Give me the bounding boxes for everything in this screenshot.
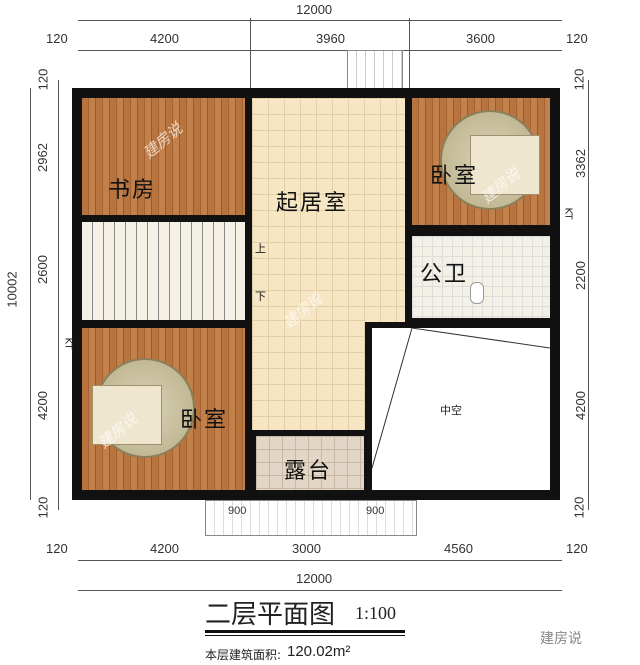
dim-left-wall-top: 120 [35,68,51,91]
brand-watermark: 建房说 [540,631,582,647]
dim-left-1: 2962 [34,143,50,172]
entrance-canopy [347,50,403,90]
room-bathroom: 公卫 [420,262,469,287]
study-floor [82,98,245,215]
stair-up-label: 上 [255,242,266,255]
dim-left-3: 4200 [34,391,50,420]
toilet-icon [470,282,484,304]
dim-balcony-left: 900 [228,505,247,517]
dim-line [588,80,589,510]
dim-bottom-2: 3000 [292,541,321,556]
area-label: 本层建筑面积: [205,648,282,662]
area-value: 120.02m² [287,643,351,660]
dim-bottom-3: 4560 [444,541,473,556]
bathroom-floor [412,236,550,318]
dim-right-2: 2200 [572,261,588,290]
room-living: 起居室 [276,191,349,216]
kt-label-right: KT [562,207,574,220]
living-floor [252,98,405,322]
title-underline-thin [205,635,405,636]
dim-top-1: 4200 [150,31,179,46]
dim-right-3: 4200 [572,391,588,420]
dim-line [78,50,562,51]
bed-icon [470,135,540,195]
void-lines [372,328,550,469]
room-bedroom-top: 卧室 [430,164,479,189]
dim-tick [250,18,251,88]
dim-top-2: 3960 [316,31,345,46]
void-area [372,328,550,490]
dim-top-wall-left: 120 [46,31,68,46]
dim-top-wall-right: 120 [566,31,588,46]
living-floor-lower [252,320,365,430]
room-bedroom-bottom: 卧室 [180,408,229,433]
drawing-title: 二层平面图 [205,600,336,630]
dim-balcony-right: 900 [366,505,385,517]
drawing-scale: 1:100 [355,603,397,623]
staircase [82,222,245,320]
dim-bottom-1: 4200 [150,541,179,556]
dim-tick [409,18,410,88]
room-study: 书房 [108,178,157,203]
dim-line [78,560,562,561]
dim-bottom-total: 12000 [296,571,333,586]
dim-right-wall-top: 120 [571,68,587,91]
dim-right-wall-bottom: 120 [571,496,587,519]
dim-top-3: 3600 [466,31,495,46]
dim-left-wall-bottom: 120 [35,496,51,519]
dim-right-1: 3362 [572,149,588,178]
dim-left-2: 2600 [34,255,50,284]
dim-bottom-wall-right: 120 [566,541,588,556]
stair-down-label: 下 [255,290,266,303]
dim-line [58,80,59,510]
dim-line [78,590,562,591]
dim-bottom-wall-left: 120 [46,541,68,556]
terrace-floor [256,436,364,490]
front-balcony [205,500,417,536]
dim-line [30,88,31,500]
room-void: 中空 [440,404,462,417]
dim-top-total: 12000 [296,2,333,17]
dim-left-total: 10002 [4,271,20,308]
title-underline [205,630,405,633]
room-terrace: 露台 [284,459,333,484]
kt-label-left: KT [62,337,74,350]
bed-icon [92,385,162,445]
dim-line [78,20,562,21]
